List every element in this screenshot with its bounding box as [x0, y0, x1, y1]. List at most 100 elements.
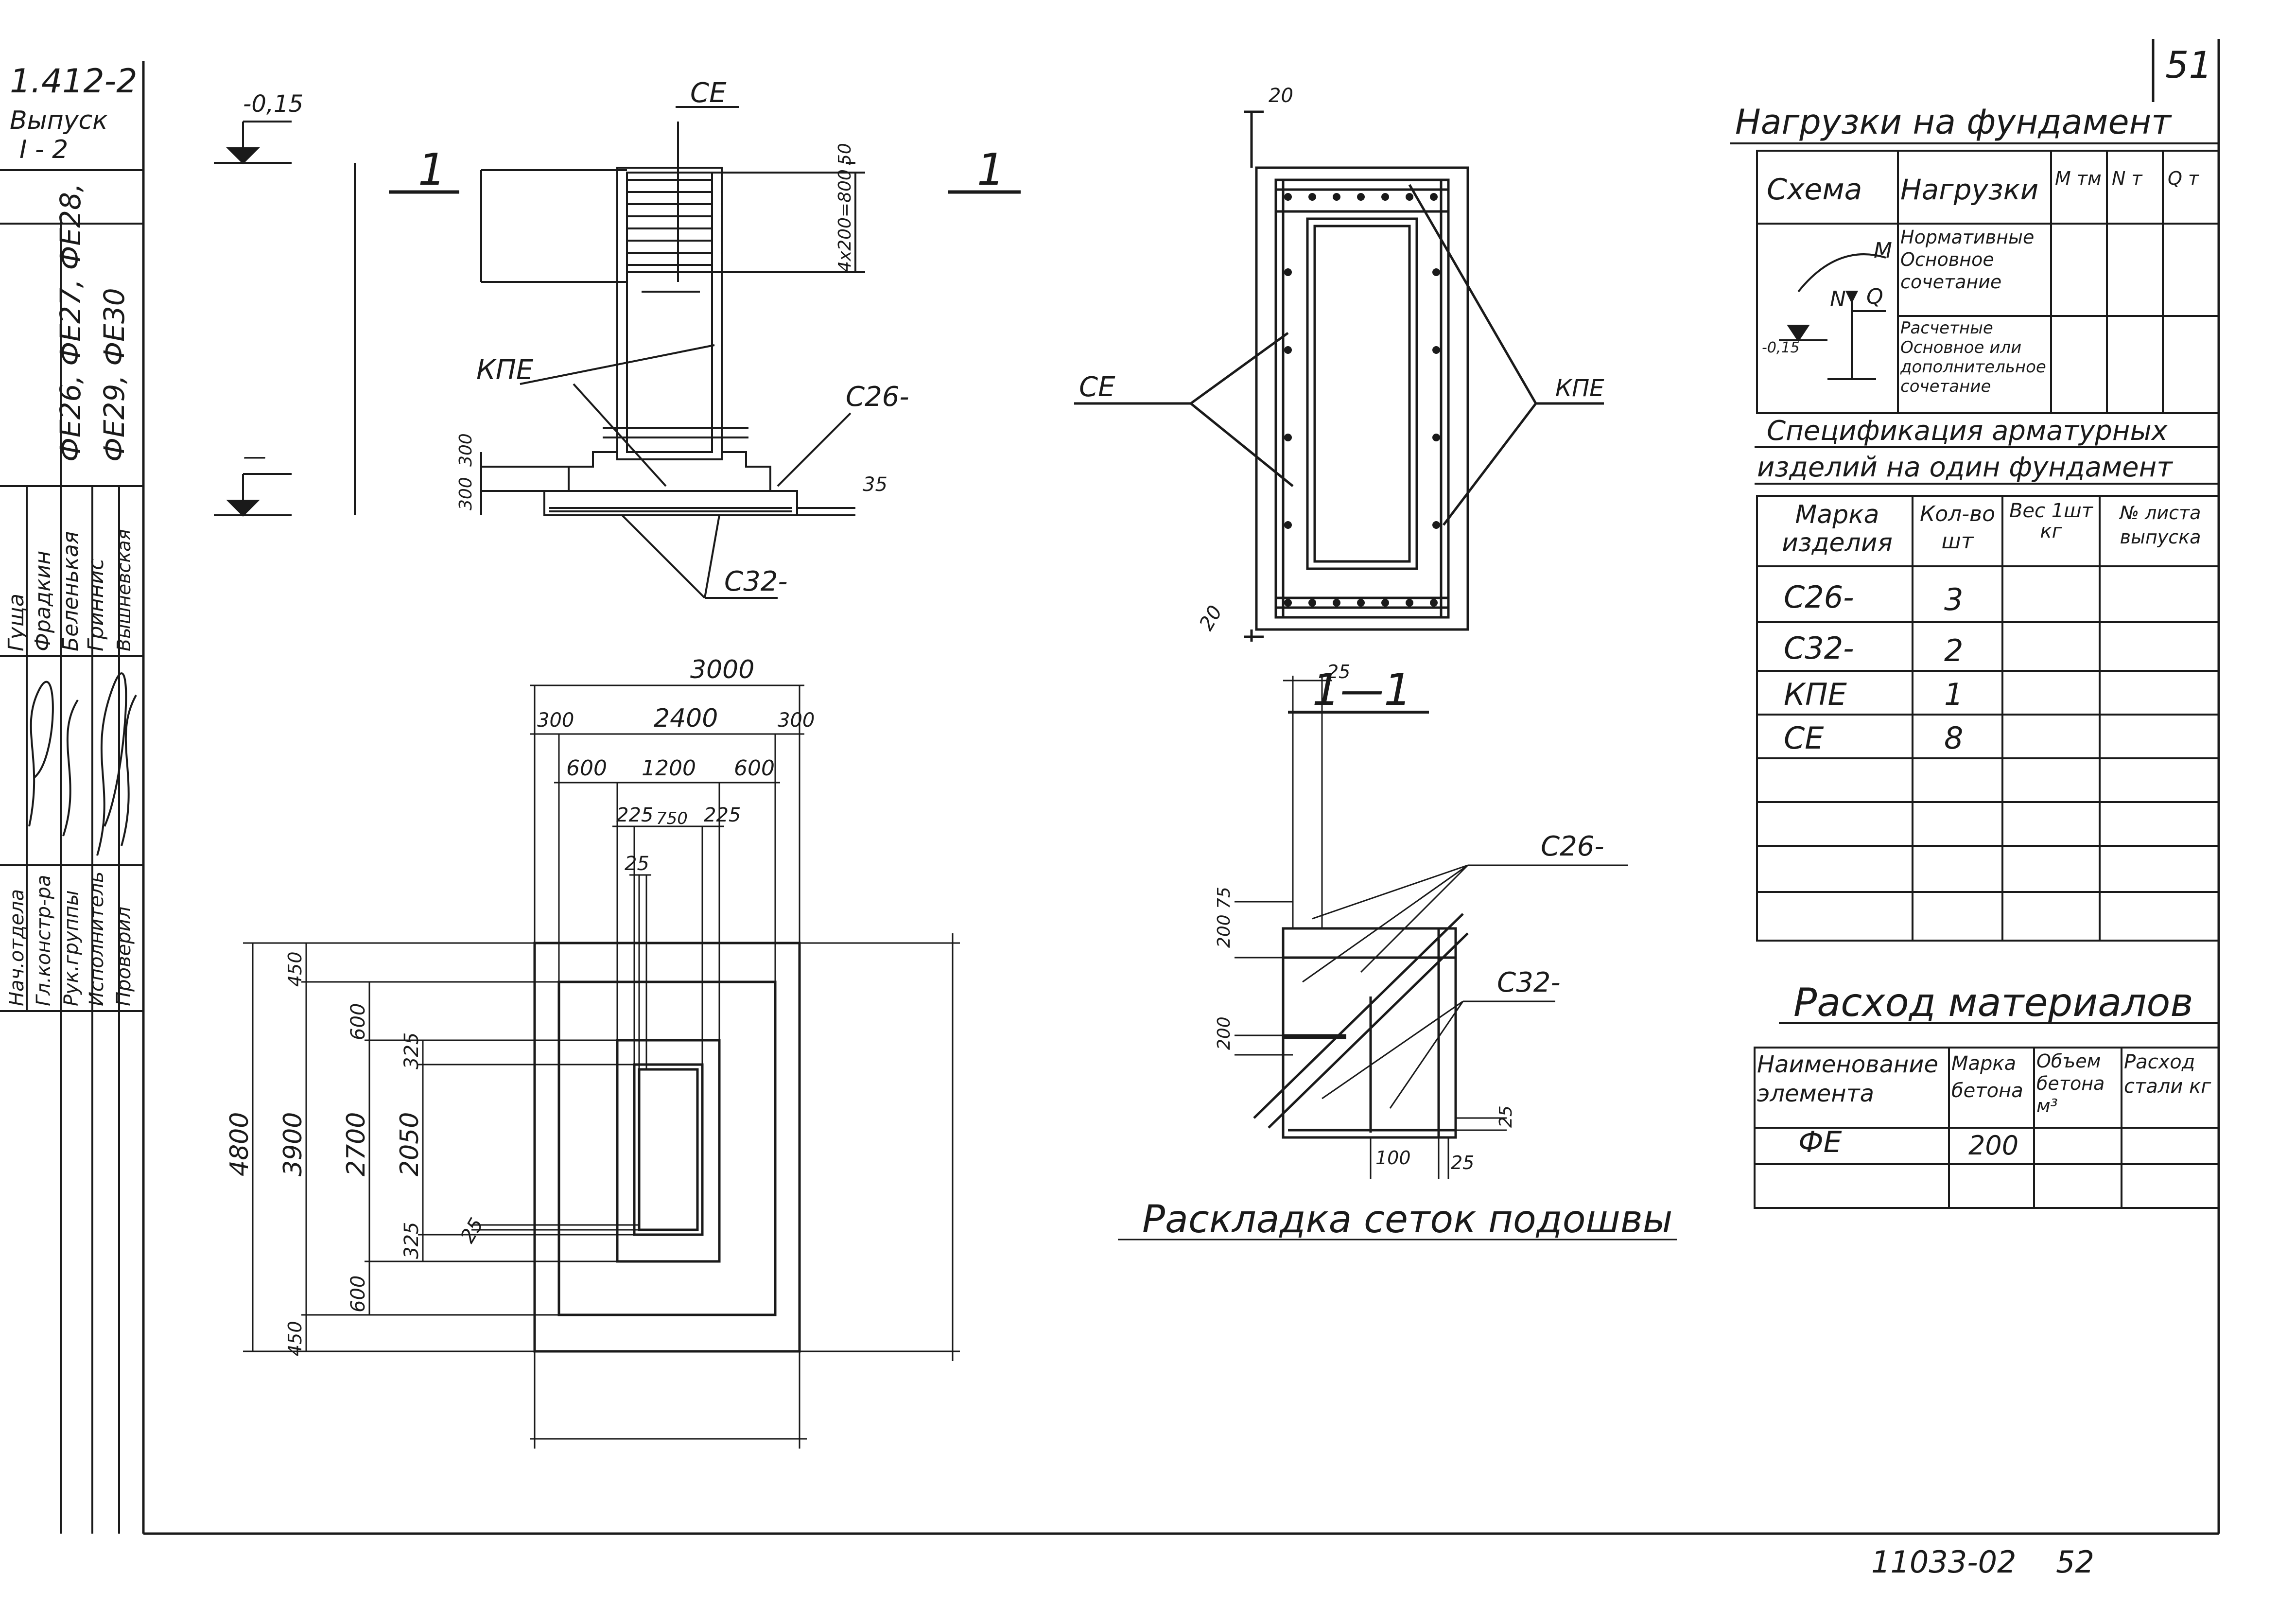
mesh-label-c26: С26- [1541, 831, 1604, 862]
section-label-ce: СЕ [1079, 371, 1115, 403]
loads-header-loads: Нагрузки [1900, 173, 2038, 206]
spec-row-2-mark: С32- [1784, 630, 1854, 666]
stamp-series: 1.412-2 [10, 62, 137, 101]
loads-row-normative: Нормативные Основное сочетание [1900, 227, 2035, 293]
spec-title-1: Спецификация арматурных [1767, 415, 2168, 447]
elevation-label-c32: С32- [724, 566, 788, 597]
stamp-role-1: Нач.отдела [6, 889, 28, 1006]
stamp-marks-line2: ФЕ29, ФЕ30 [98, 288, 131, 462]
spec-header-mark: Марка изделия [1782, 501, 1893, 558]
scheme-n: N [1830, 287, 1846, 312]
spec-title-2: изделий на один фундамент [1757, 452, 2173, 483]
spec-header-qty: Кол-во шт [1919, 502, 1995, 554]
stamp-issue-value: I - 2 [19, 135, 68, 164]
spec-row-4-mark: СЕ [1784, 720, 1824, 756]
plan-dim-inner-w: 2400 [654, 704, 718, 733]
loads-row-design: Расчетные Основное или дополнительное со… [1900, 318, 2046, 396]
spec-table: Спецификация арматурных изделий на один … [1755, 415, 2220, 942]
spec-row-1-mark: С26- [1784, 579, 1854, 615]
stamp-role-2: Гл.констр-ра [33, 875, 55, 1006]
materials-header-volume: Объем бетона м³ [2036, 1050, 2105, 1117]
loads-header-scheme: Схема [1767, 173, 1862, 207]
stamp-role-4: Исполнитель [86, 872, 108, 1006]
plan-dim-col-right: 225 [704, 804, 741, 826]
level-top: -0,15 [243, 90, 303, 118]
plan-dim-off-bottom: 450 [284, 1321, 306, 1356]
elevation-dim-stirrups: 4x200=800 [835, 169, 855, 272]
plan-dim-col-top: 325 [400, 1032, 423, 1069]
spec-header-weight: Вес 1шт кг [2009, 501, 2093, 542]
loads-title: Нагрузки на фундамент [1735, 102, 2172, 142]
materials-header-grade: Марка бетона [1951, 1052, 2023, 1102]
plan-dim-off-left: 300 [537, 709, 574, 732]
materials-row-grade: 200 [1968, 1130, 2018, 1161]
section-title: 1—1 [1312, 664, 1412, 716]
loads-header-q: Q т [2168, 168, 2200, 189]
spec-row-3-mark: КПЕ [1784, 677, 1847, 712]
stamp-name-2: Фрадкин [31, 551, 55, 651]
bar-dots [1284, 193, 1440, 607]
section-label-kpe: КПЕ [1555, 375, 1604, 402]
plan-dim-step-right: 600 [734, 756, 775, 781]
section-dim-top: 20 [1269, 85, 1293, 107]
spec-row-1-qty: 3 [1944, 582, 1963, 617]
elevation-label-c26: С26- [846, 381, 909, 413]
stamp-marks-line1: ФЕ26, ФЕ27, ФЕ28, [54, 183, 87, 462]
spec-row-4-qty: 8 [1944, 720, 1963, 756]
plan-dim-step-top: 600 [347, 1003, 369, 1040]
loads-header-n: N т [2112, 168, 2143, 189]
plan-dim-col-h: 2050 [395, 1112, 424, 1176]
mesh-label-c32: С32- [1497, 967, 1561, 998]
scheme-level: -0,15 [1762, 339, 1800, 356]
spec-row-2-qty: 2 [1944, 633, 1963, 668]
page-number: 51 [2165, 43, 2212, 87]
elevation-dim-step2: 300 [456, 477, 476, 510]
foundation-plan: 3000 2400 300 300 600 1200 600 225 750 2… [225, 655, 960, 1449]
plan-dim-off-right: 300 [778, 709, 815, 732]
stamp-role-5: Проверил [113, 907, 135, 1006]
mesh-dim-d: 25 [1496, 1105, 1516, 1128]
section-mark-right: 1 [977, 144, 1005, 195]
elevation-dim-top: 50 [835, 143, 855, 165]
materials-title: Расход материалов [1793, 980, 2193, 1025]
elevation-dim-slab: 35 [863, 473, 887, 496]
stamp-name-5: Вышневская [113, 529, 135, 651]
spec-header-sheet: № листа выпуска [2120, 502, 2201, 548]
elevation-label-ce: СЕ [690, 77, 727, 109]
plan-dim-col-bottom: 325 [400, 1222, 423, 1259]
stamp-role-3: Рук.группы [60, 890, 83, 1006]
title-stamp: 1.412-2 Выпуск I - 2 ФЕ26, ФЕ27, ФЕ28, Ф… [0, 62, 143, 1534]
materials-header-steel: Расход стали кг [2124, 1051, 2211, 1098]
mesh-dim-b: 200 [1214, 914, 1234, 948]
mesh-dim-bottom2: 25 [1451, 1152, 1474, 1173]
plan-dim-step-left: 600 [566, 756, 607, 781]
stamp-name-1: Гуща [4, 594, 29, 651]
footer-page: 52 [2056, 1544, 2094, 1580]
plan-dim-glass-v: 25 [456, 1214, 488, 1247]
load-scheme-icon [1779, 253, 1886, 380]
level-bottom: — [243, 443, 266, 470]
loads-header-m: M тм [2055, 168, 2102, 189]
elevation-dim-step1: 300 [456, 433, 476, 467]
section-1-1: 20 20 СЕ КПЕ 1—1 [1074, 85, 1604, 716]
plan-dim-col-mid: 750 [656, 809, 688, 828]
materials-row-name: ФЕ [1798, 1125, 1842, 1159]
mesh-title: Раскладка сеток подошвы [1142, 1198, 1672, 1241]
mesh-dim-bottom1: 100 [1375, 1147, 1411, 1169]
section-mark-left: 1 [418, 144, 446, 195]
elevation-label-kpe: КПЕ [476, 354, 534, 386]
mesh-dim-a: 75 [1214, 887, 1234, 909]
mesh-layout: С26- С32- 25 75 200 200 25 100 25 Раскла… [1118, 661, 1677, 1241]
stamp-name-3: Беленькая [58, 531, 83, 651]
plan-dim-inner-h: 3900 [278, 1112, 308, 1176]
foundation-elevation: -0,15 — 1 1 СЕ КПЕ С26- С32- 50 4x200=80… [214, 77, 1021, 599]
plan-dim-total-w: 3000 [690, 655, 754, 684]
plan-dim-step-mid: 1200 [642, 756, 696, 781]
stamp-name-4: Гриннис [84, 559, 108, 651]
plan-dim-col-left: 225 [616, 804, 653, 826]
scheme-q: Q [1866, 284, 1883, 309]
plan-dim-step-bottom: 600 [347, 1276, 369, 1312]
footer-code: 11033-02 [1871, 1544, 2017, 1580]
materials-header-name: Наименование элемента [1757, 1051, 1939, 1107]
plan-dim-total-h: 4800 [225, 1112, 254, 1176]
